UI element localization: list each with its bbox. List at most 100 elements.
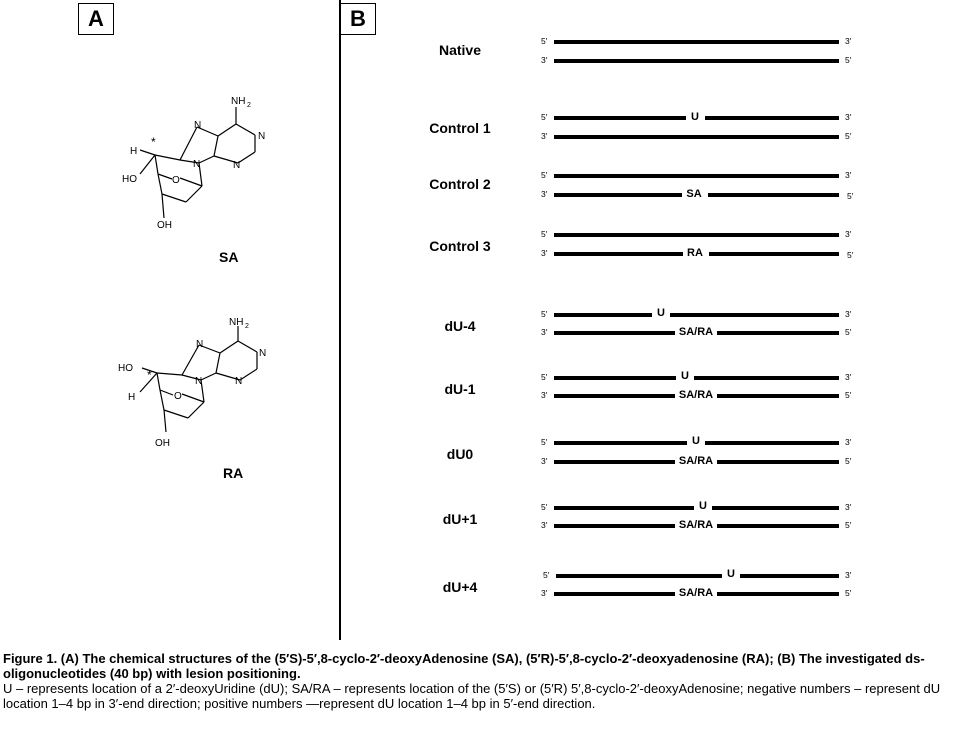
svg-text:H: H bbox=[128, 392, 135, 403]
strand-top bbox=[554, 441, 687, 445]
strand-bottom bbox=[554, 524, 675, 528]
strand-top bbox=[554, 313, 652, 317]
end-label: 5′ bbox=[845, 588, 852, 598]
caption-title: Figure 1. (A) The chemical structures of… bbox=[3, 651, 925, 681]
end-label: 3′ bbox=[541, 131, 548, 141]
strand-top bbox=[554, 40, 839, 44]
svg-text:NH: NH bbox=[231, 96, 245, 107]
end-label: 3′ bbox=[845, 112, 852, 122]
sa-structure: NH 2 N N N N O H HO OH * bbox=[122, 96, 265, 231]
end-label: 3′ bbox=[541, 327, 548, 337]
strand-bottom bbox=[717, 394, 839, 398]
strand-bottom bbox=[554, 331, 675, 335]
end-label: 5′ bbox=[541, 309, 548, 319]
svg-text:OH: OH bbox=[155, 438, 170, 449]
lesion-marker-top: U bbox=[657, 307, 665, 319]
end-label: 5′ bbox=[845, 131, 852, 141]
end-label: 5′ bbox=[845, 456, 852, 466]
ra-name: RA bbox=[223, 465, 244, 481]
strand-top bbox=[554, 116, 686, 120]
end-label: 3′ bbox=[845, 170, 852, 180]
end-label: 3′ bbox=[845, 372, 852, 382]
lesion-marker-bottom: SA/RA bbox=[678, 326, 714, 338]
panel-label-a: A bbox=[78, 3, 114, 35]
end-label: 3′ bbox=[845, 437, 852, 447]
end-label: 3′ bbox=[541, 189, 548, 199]
end-label: 5′ bbox=[845, 520, 852, 530]
strand-top bbox=[740, 574, 839, 578]
row-label-control-2: Control 2 bbox=[429, 176, 491, 192]
lesion-marker-top: U bbox=[692, 435, 700, 447]
row-label-control-1: Control 1 bbox=[429, 120, 491, 136]
end-label: 3′ bbox=[845, 309, 852, 319]
lesion-marker-top: U bbox=[727, 568, 735, 580]
end-label: 3′ bbox=[845, 502, 852, 512]
strand-bottom bbox=[709, 252, 839, 256]
strand-bottom bbox=[708, 193, 839, 197]
end-label: 5′ bbox=[845, 327, 852, 337]
lesion-marker-bottom: SA/RA bbox=[678, 587, 714, 599]
row-label-du-minus-4: dU-4 bbox=[444, 318, 476, 334]
svg-text:N: N bbox=[233, 160, 240, 171]
end-label: 3′ bbox=[541, 456, 548, 466]
strand-bottom bbox=[554, 59, 839, 63]
strand-bottom bbox=[717, 460, 839, 464]
figure-caption: Figure 1. (A) The chemical structures of… bbox=[3, 651, 971, 711]
lesion-marker-top: U bbox=[681, 370, 689, 382]
end-label: 5′ bbox=[541, 36, 548, 46]
row-label-du-minus-1: dU-1 bbox=[444, 381, 476, 397]
end-label: 5′ bbox=[847, 250, 854, 260]
end-label: 5′ bbox=[847, 191, 854, 201]
ra-structure: NH 2 N N N N O HO H OH * bbox=[118, 317, 266, 449]
strand-top bbox=[694, 376, 839, 380]
svg-text:O: O bbox=[174, 391, 182, 402]
end-label: 5′ bbox=[543, 570, 550, 580]
lesion-marker-bottom: RA bbox=[687, 247, 703, 259]
svg-text:N: N bbox=[196, 339, 203, 350]
svg-text:*: * bbox=[151, 135, 156, 149]
end-label: 5′ bbox=[845, 55, 852, 65]
svg-text:*: * bbox=[147, 368, 152, 382]
end-label: 3′ bbox=[541, 390, 548, 400]
strand-bottom bbox=[554, 394, 675, 398]
svg-text:H: H bbox=[130, 146, 137, 157]
end-label: 3′ bbox=[541, 55, 548, 65]
svg-text:2: 2 bbox=[247, 102, 251, 109]
end-label: 3′ bbox=[845, 570, 852, 580]
lesion-marker-bottom: SA/RA bbox=[678, 455, 714, 467]
strand-top bbox=[670, 313, 839, 317]
strand-bottom bbox=[554, 460, 675, 464]
lesion-marker-top: U bbox=[691, 111, 699, 123]
end-label: 5′ bbox=[541, 112, 548, 122]
end-label: 3′ bbox=[541, 248, 548, 258]
panel-divider bbox=[339, 0, 341, 640]
svg-text:HO: HO bbox=[122, 174, 137, 185]
strand-top bbox=[554, 376, 676, 380]
strand-bottom bbox=[717, 524, 839, 528]
svg-text:N: N bbox=[259, 348, 266, 359]
strand-top bbox=[556, 574, 722, 578]
strand-bottom bbox=[554, 592, 675, 596]
end-label: 3′ bbox=[541, 588, 548, 598]
end-label: 5′ bbox=[541, 372, 548, 382]
row-label-du-plus-4: dU+4 bbox=[442, 579, 478, 595]
panel-label-b: B bbox=[340, 3, 376, 35]
strand-bottom bbox=[554, 252, 683, 256]
row-label-control-3: Control 3 bbox=[429, 238, 491, 254]
strand-top bbox=[705, 441, 839, 445]
svg-text:NH: NH bbox=[229, 317, 243, 328]
strand-top bbox=[554, 174, 839, 178]
end-label: 3′ bbox=[845, 229, 852, 239]
svg-text:HO: HO bbox=[118, 363, 133, 374]
end-label: 5′ bbox=[541, 229, 548, 239]
end-label: 5′ bbox=[541, 170, 548, 180]
row-label-du0: dU0 bbox=[446, 446, 474, 462]
end-label: 3′ bbox=[541, 520, 548, 530]
svg-text:N: N bbox=[194, 120, 201, 131]
svg-text:N: N bbox=[193, 159, 200, 170]
sa-name: SA bbox=[219, 249, 239, 265]
strand-bottom bbox=[554, 135, 839, 139]
lesion-marker-bottom: SA bbox=[686, 188, 702, 200]
strand-top bbox=[554, 233, 839, 237]
end-label: 5′ bbox=[541, 437, 548, 447]
